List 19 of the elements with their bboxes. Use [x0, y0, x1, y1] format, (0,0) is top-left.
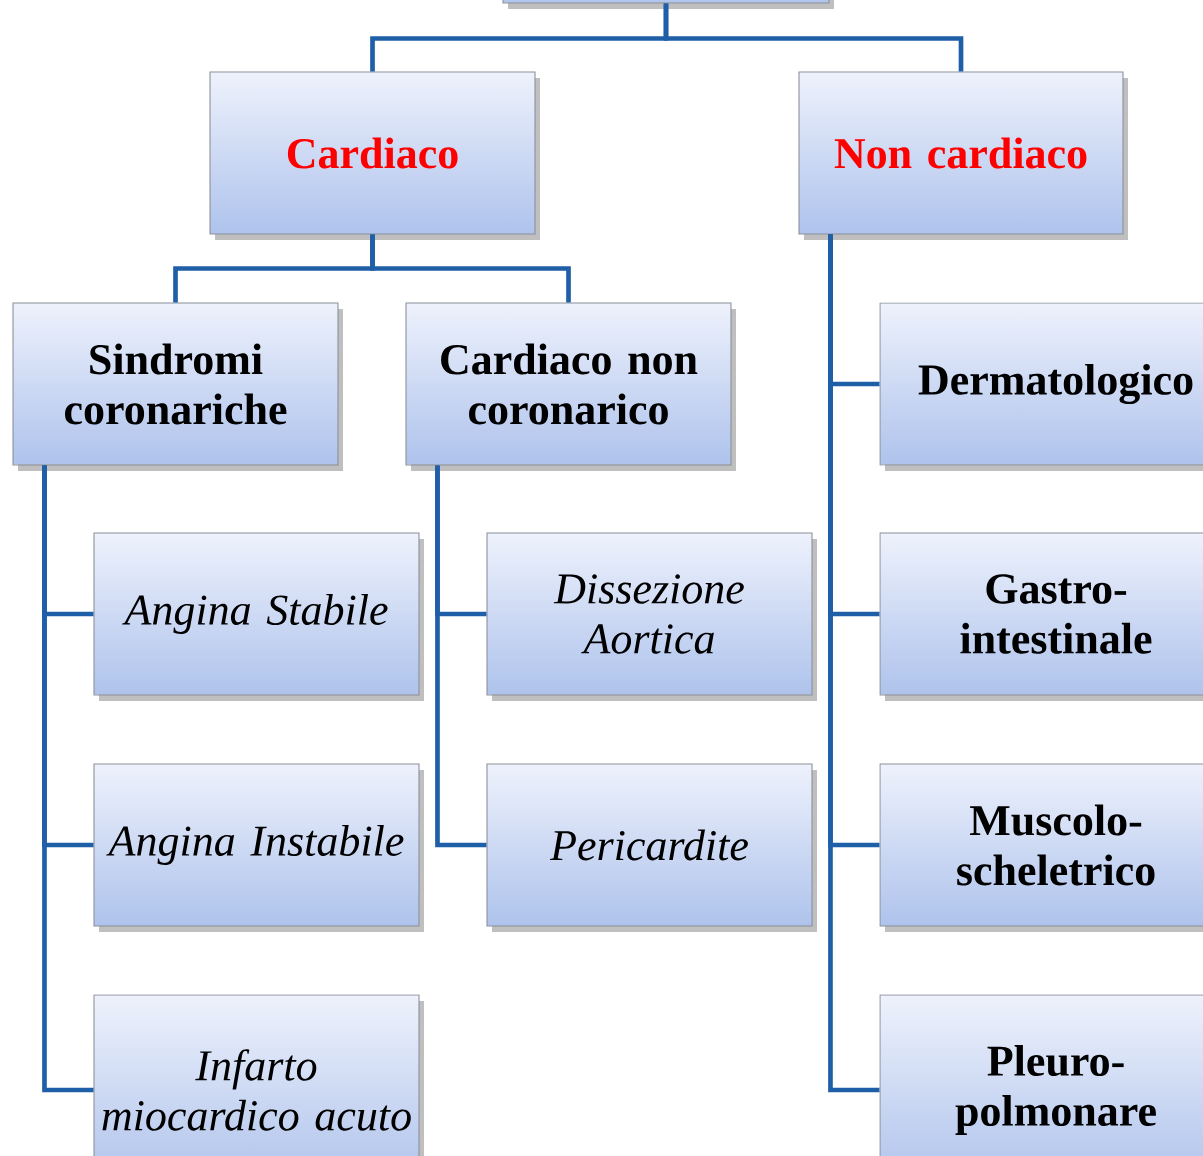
connector-line	[663, 3, 964, 72]
category-box: Cardiaco non coronarico	[405, 302, 736, 471]
empty-box	[502, 0, 834, 9]
category-box: Cardiaco	[209, 71, 540, 240]
category-box: Sindromi coronariche	[12, 302, 343, 471]
category-box: Pericardite	[486, 763, 817, 932]
category-box: Angina Instabile	[93, 763, 424, 932]
category-box: Angina Stabile	[93, 532, 424, 701]
connector-line	[42, 465, 94, 1093]
category-box: Dissezione Aortica	[486, 532, 817, 701]
category-box: Pleuro-polmonare	[879, 994, 1203, 1156]
category-box: Non cardiaco	[798, 71, 1128, 240]
category-box: Infarto miocardico acuto	[93, 994, 424, 1156]
connector-line	[370, 234, 571, 303]
connector-line	[435, 465, 487, 848]
connector-line	[828, 234, 880, 1093]
category-box: Muscolo-scheletrico	[879, 763, 1203, 932]
category-box: Gastro-intestinale	[879, 532, 1203, 701]
category-box: Dermatologico	[879, 302, 1203, 471]
